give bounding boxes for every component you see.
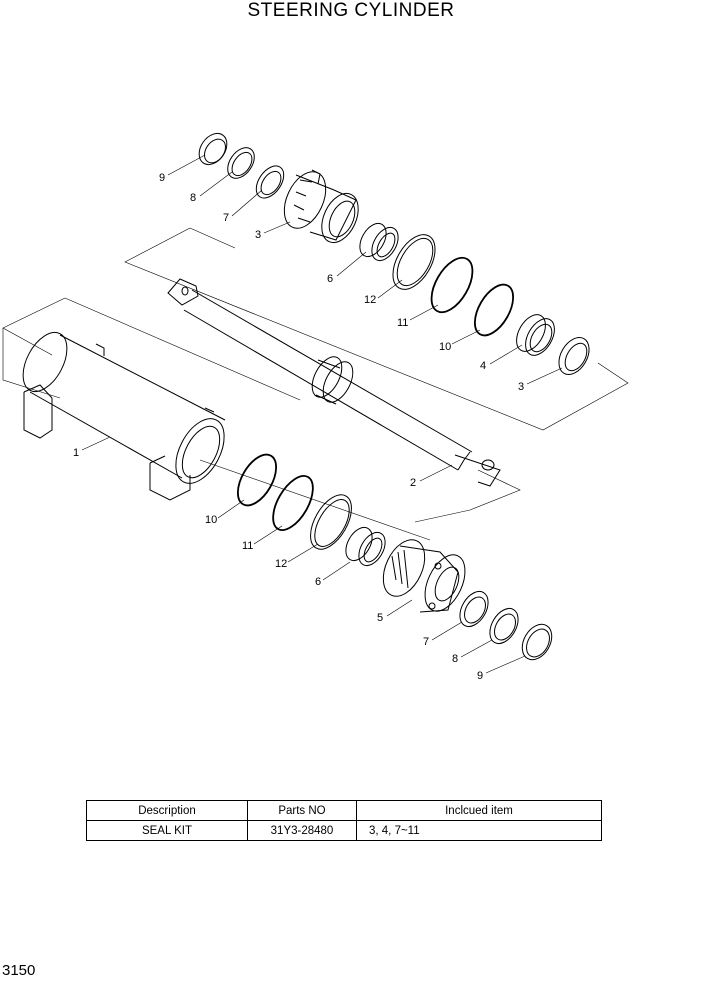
part-2-piston-rod — [167, 278, 501, 487]
callout-12-upper: 12 — [364, 294, 376, 306]
part-3-gland — [283, 169, 359, 244]
callout-7-lower: 7 — [423, 636, 429, 648]
callout-2-rod: 2 — [410, 477, 416, 489]
page-title: STEERING CYLINDER — [247, 0, 455, 21]
table-row: SEAL KIT 31Y3-28480 3, 4, 7~11 — [86, 820, 602, 841]
part-6-lower — [345, 526, 386, 567]
part-4-upper — [516, 314, 555, 356]
callout-6-upper: 6 — [327, 273, 333, 285]
callout-3-upper-ring: 3 — [518, 381, 524, 393]
callout-9-lower: 9 — [477, 670, 483, 682]
callout-5-head: 5 — [377, 612, 383, 624]
part-1-tube — [22, 332, 226, 501]
callout-4-upper: 4 — [480, 360, 486, 372]
part-5-cylinder-head — [382, 539, 466, 613]
callout-8-upper: 8 — [190, 192, 196, 204]
part-9-upper — [198, 132, 228, 166]
cell-description: SEAL KIT — [86, 820, 248, 841]
part-9-lower — [521, 623, 553, 661]
header-description: Description — [86, 800, 248, 821]
part-7-upper — [255, 165, 285, 199]
callout-6-lower: 6 — [315, 576, 321, 588]
part-12-upper — [392, 234, 436, 290]
callout-11-upper: 11 — [397, 317, 408, 329]
header-parts-no: Parts NO — [247, 800, 357, 821]
callout-10-upper: 10 — [439, 341, 451, 353]
callout-11-lower: 11 — [242, 540, 253, 552]
part-11-lower — [272, 475, 314, 531]
part-3-upper-ring — [558, 337, 590, 375]
part-8-lower — [489, 607, 519, 645]
page-number: 3150 — [2, 962, 36, 979]
header-included-item: Inclcued item — [356, 800, 602, 821]
callout-8-lower: 8 — [452, 653, 458, 665]
table-header-row: Description Parts NO Inclcued item — [86, 800, 602, 821]
seal-kit-table: Description Parts NO Inclcued item SEAL … — [86, 800, 602, 841]
part-8-upper — [227, 147, 255, 179]
part-7-lower — [459, 590, 489, 628]
callout-3-upper: 3 — [255, 229, 261, 241]
part-11-upper — [430, 256, 474, 314]
part-10-upper — [474, 283, 514, 337]
callout-1-tube: 1 — [73, 447, 79, 459]
part-6-upper — [359, 222, 399, 262]
part-12-lower — [310, 494, 352, 550]
part-10-lower — [237, 453, 277, 507]
callout-12-lower: 12 — [275, 558, 287, 570]
cell-parts-no: 31Y3-28480 — [247, 820, 357, 841]
callout-7-upper: 7 — [223, 212, 229, 224]
callout-10-lower: 10 — [205, 514, 217, 526]
cell-included-item: 3, 4, 7~11 — [356, 820, 602, 841]
callout-9-upper: 9 — [159, 172, 165, 184]
